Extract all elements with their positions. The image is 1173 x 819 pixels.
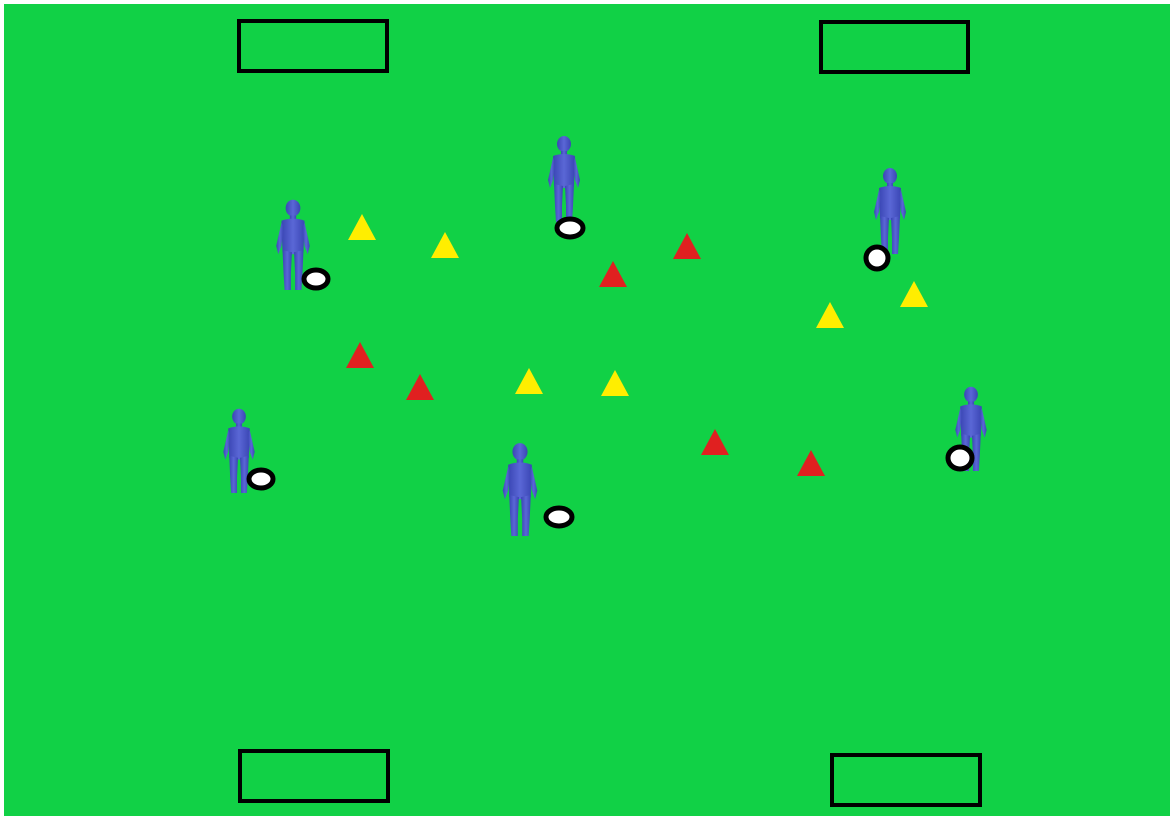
ball <box>249 470 273 488</box>
ball <box>557 219 583 237</box>
ball <box>948 447 972 469</box>
ball <box>866 247 888 269</box>
ball <box>546 508 572 526</box>
pitch <box>4 4 1170 816</box>
ball <box>304 270 328 288</box>
